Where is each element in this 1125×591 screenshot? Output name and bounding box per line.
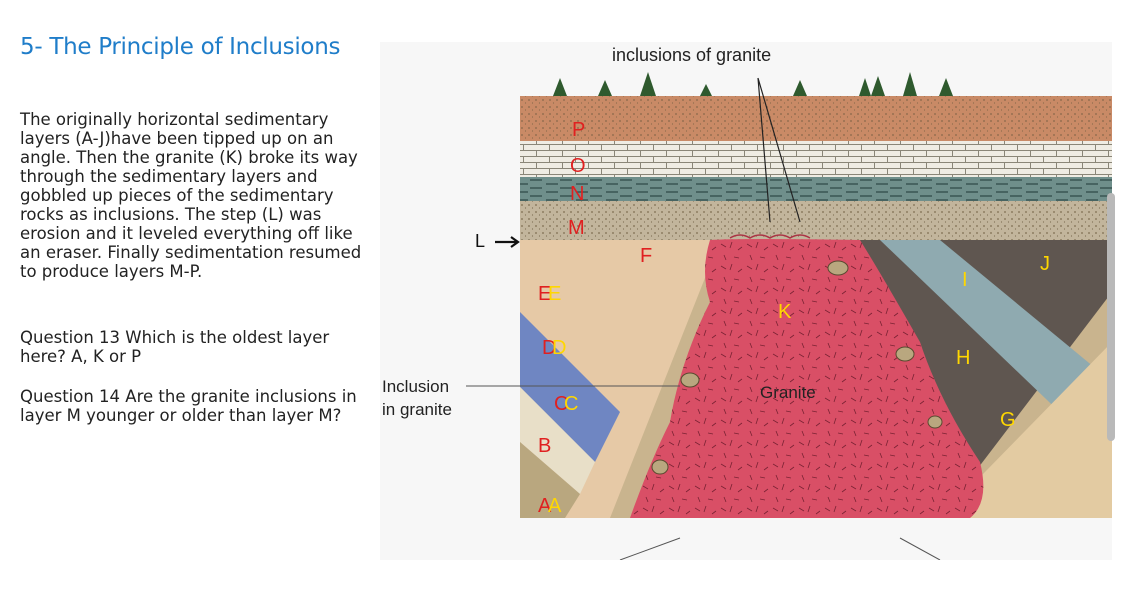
scrollbar[interactable]	[1107, 193, 1115, 441]
letter-e-yellow: E	[548, 283, 561, 305]
top-label: inclusions of granite	[612, 45, 771, 65]
letter-n: N	[570, 183, 584, 205]
letter-d-yellow: D	[552, 337, 566, 359]
inclusions-diagram: inclusions of granite Inclusion in grani…	[380, 42, 1112, 560]
letter-o: O	[570, 155, 586, 177]
intro-paragraph: The originally horizontal sedimentary la…	[20, 110, 362, 281]
granite-label: Granite	[760, 383, 816, 402]
inclusion-label-1: Inclusion	[382, 377, 449, 396]
letter-p: P	[572, 119, 585, 141]
letter-f: F	[640, 245, 652, 267]
question-13: Question 13 Which is the oldest layer he…	[20, 328, 330, 366]
letter-a-yellow: A	[548, 495, 562, 517]
question-14: Question 14 Are the granite inclusions i…	[20, 387, 357, 425]
letter-b: B	[538, 435, 551, 457]
letter-h: H	[956, 347, 970, 369]
step-label: L	[475, 231, 485, 251]
layer-o	[520, 141, 1112, 177]
slide-title: 5- The Principle of Inclusions	[20, 34, 341, 60]
inclusion-label-2: in granite	[382, 400, 452, 419]
letter-k: K	[778, 301, 792, 323]
letter-c: C	[554, 393, 568, 415]
letter-g: G	[1000, 409, 1016, 431]
letter-j: J	[1040, 253, 1050, 275]
letter-m: M	[568, 217, 585, 239]
layer-n	[520, 177, 1112, 201]
letter-i: I	[962, 269, 968, 291]
letter-a: A	[538, 495, 552, 517]
letter-d: D	[542, 337, 556, 359]
letter-e: E	[538, 283, 551, 305]
tree-icons	[553, 72, 953, 96]
letter-c-yellow: C	[564, 393, 578, 415]
